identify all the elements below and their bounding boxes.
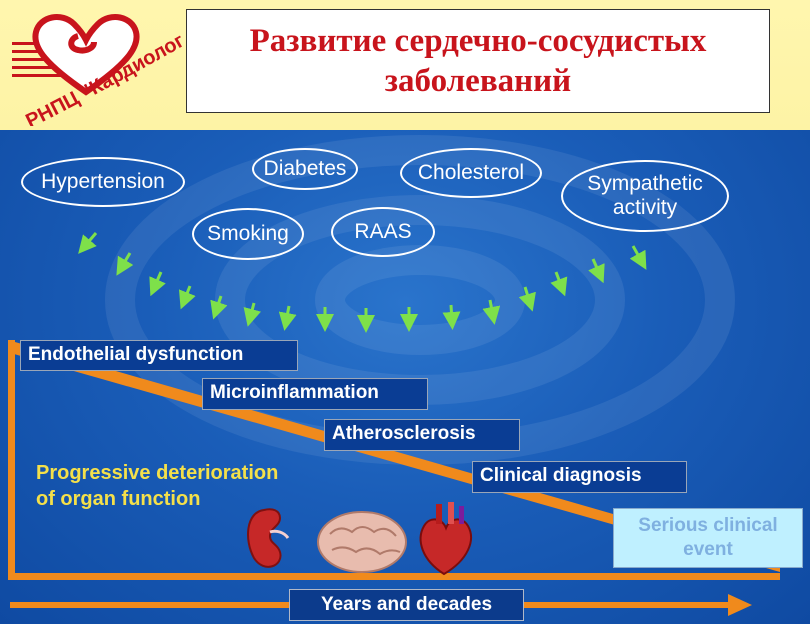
serious-clinical-event: Serious clinical event bbox=[613, 508, 803, 568]
risk-cholesterol-label: Cholesterol bbox=[417, 161, 525, 184]
risk-hypertension: Hypertension bbox=[21, 157, 185, 207]
green-arrow bbox=[178, 285, 196, 310]
green-arrow bbox=[629, 245, 647, 270]
green-arrow bbox=[243, 302, 262, 327]
green-arrow bbox=[78, 232, 98, 254]
stage-microinflammation: Microinflammation bbox=[202, 378, 428, 410]
green-arrow bbox=[482, 299, 501, 325]
risk-hypertension-label: Hypertension bbox=[41, 170, 165, 193]
risk-diabetes: Diabetes bbox=[252, 148, 358, 190]
brain-icon bbox=[317, 511, 407, 573]
stage-atherosclerosis: Atherosclerosis bbox=[324, 419, 520, 451]
heart-icon bbox=[419, 502, 472, 576]
green-arrow bbox=[550, 271, 568, 297]
risk-raas-label: RAAS bbox=[354, 220, 412, 243]
heart-logo-shape bbox=[32, 14, 140, 96]
green-arrow bbox=[588, 258, 605, 284]
progressive-deterioration-text: Progressive deterioration of organ funct… bbox=[36, 462, 279, 510]
green-arrow bbox=[518, 286, 536, 312]
green-arrow bbox=[149, 271, 166, 297]
title-box: Развитие сердечно-сосудистых заболеваний bbox=[186, 9, 770, 113]
risk-diabetes-label: Diabetes bbox=[263, 157, 347, 180]
stage-clinical-diagnosis: Clinical diagnosis bbox=[472, 461, 687, 493]
risk-smoking-label: Smoking bbox=[207, 222, 289, 245]
risk-cholesterol: Cholesterol bbox=[400, 148, 542, 198]
risk-sympathetic-label: Sympathetic activity bbox=[587, 172, 703, 219]
green-arrow bbox=[442, 304, 461, 330]
green-arrow bbox=[116, 252, 134, 276]
organ-icons bbox=[247, 502, 472, 576]
green-arrow bbox=[210, 295, 228, 320]
time-axis-label: Years and decades bbox=[289, 589, 524, 621]
kidney-icon bbox=[247, 508, 290, 568]
risk-sympathetic: Sympathetic activity bbox=[561, 160, 729, 232]
logo: РНПЦ "Кардиология" bbox=[1, 0, 188, 133]
risk-smoking: Smoking bbox=[192, 208, 304, 260]
green-arrow bbox=[278, 305, 297, 331]
stage-endothelial: Endothelial dysfunction bbox=[20, 340, 298, 371]
page-title: Развитие сердечно-сосудистых заболеваний bbox=[249, 23, 707, 99]
risk-raas: RAAS bbox=[331, 207, 435, 257]
